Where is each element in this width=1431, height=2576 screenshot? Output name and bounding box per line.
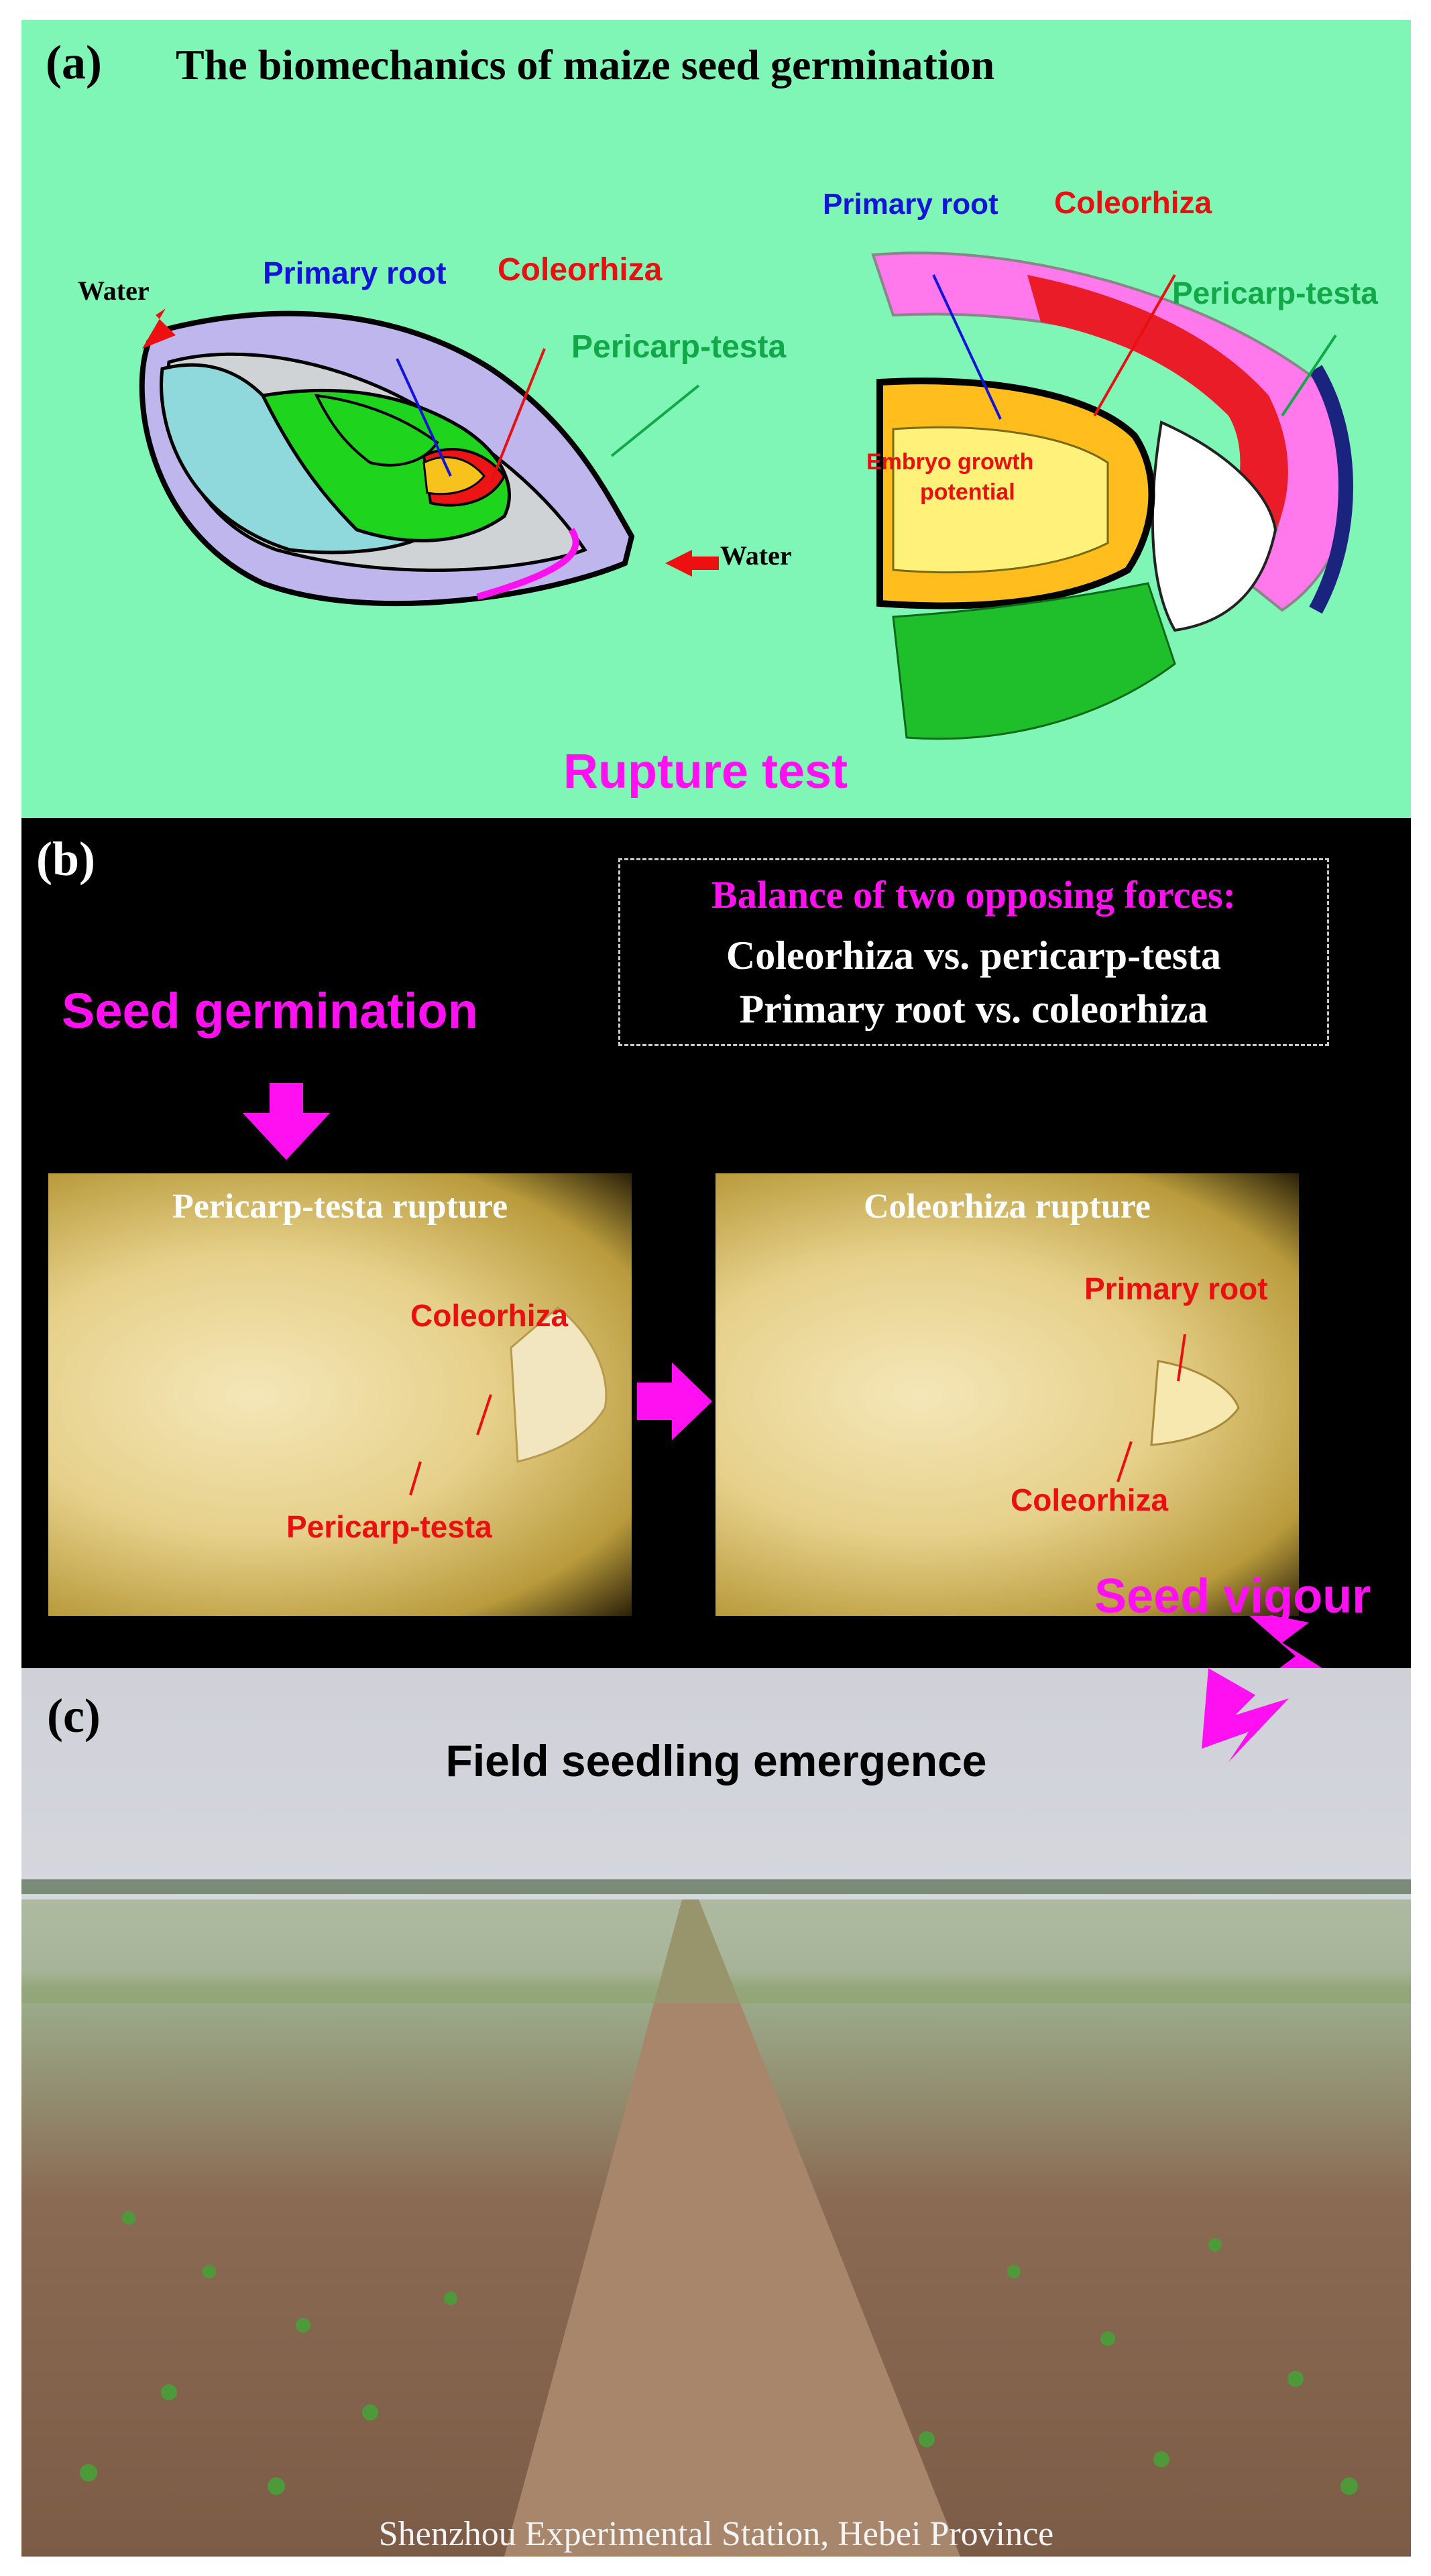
water-label-top: Water [78, 276, 150, 306]
field-photo [21, 1668, 1411, 2557]
photo-coleorhiza-rupture: Coleorhiza rupture Primary root Coleorhi… [716, 1173, 1299, 1616]
photo1-coleorhiza-label: Coleorhiza [410, 1298, 569, 1333]
right-pericarp-testa-label: Pericarp-testa [1172, 276, 1378, 310]
left-primary-root-label: Primary root [263, 255, 447, 290]
photo-pericarp-testa-rupture: Pericarp-testa rupture Coleorhiza Perica… [48, 1173, 632, 1616]
panel-b-arrows [243, 1083, 1322, 1668]
right-arrow-icon [637, 1362, 712, 1440]
rupture-test-label: Rupture test [563, 745, 848, 799]
panel-a: (a) The biomechanics of maize seed germi… [21, 20, 1411, 818]
left-coleorhiza-label: Coleorhiza [498, 252, 663, 288]
left-pericarp-testa-label: Pericarp-testa [571, 329, 787, 365]
water-label-right: Water [720, 540, 792, 571]
seed-vigour-label: Seed vigour [1094, 1570, 1371, 1623]
panel-a-title: The biomechanics of maize seed germinati… [176, 41, 995, 89]
lightning-bolt-icon [1202, 1668, 1289, 1762]
panel-a-letter: (a) [46, 36, 102, 89]
photo2-coleorhiza-label: Coleorhiza [1011, 1482, 1169, 1517]
seed-cross-section [139, 308, 719, 607]
field-caption: Shenzhou Experimental Station, Hebei Pro… [378, 2515, 1054, 2553]
down-arrow-icon [243, 1083, 330, 1160]
panel-c-letter: (c) [47, 1689, 101, 1743]
embryo-growth-label: Embryo growth [866, 449, 1034, 475]
embryo-potential-label: potential [920, 479, 1015, 505]
panel-b: (b) Balance of two opposing forces: Cole… [21, 818, 1411, 1668]
seed-tip-drawing [409, 1306, 608, 1496]
seedling-rows [80, 2211, 1358, 2495]
right-primary-root-label: Primary root [823, 188, 998, 221]
seed-germination-label: Seed germination [62, 983, 478, 1039]
photo2-title: Coleorhiza rupture [864, 1187, 1151, 1226]
field-seedling-title: Field seedling emergence [445, 1736, 987, 1785]
lightning-icon [1242, 1609, 1322, 1668]
cellular-diagram [871, 251, 1353, 740]
balance-title: Balance of two opposing forces: [711, 873, 1236, 917]
right-coleorhiza-label: Coleorhiza [1054, 185, 1212, 220]
photo1-pericarp-testa-label: Pericarp-testa [286, 1509, 492, 1544]
photo1-title: Pericarp-testa rupture [172, 1187, 508, 1226]
seed-tip-drawing-2 [1117, 1334, 1240, 1482]
balance-line-2: Primary root vs. coleorhiza [739, 987, 1208, 1031]
balance-line-1: Coleorhiza vs. pericarp-testa [726, 933, 1222, 978]
panel-b-letter: (b) [36, 832, 95, 886]
panel-c: (c) Field seedling emergence Shenzhou Ex… [21, 1668, 1411, 2557]
photo2-primary-root-label: Primary root [1084, 1271, 1268, 1306]
seed-diagrams [139, 251, 1353, 740]
balance-box: Balance of two opposing forces: Coleorhi… [618, 858, 1329, 1046]
